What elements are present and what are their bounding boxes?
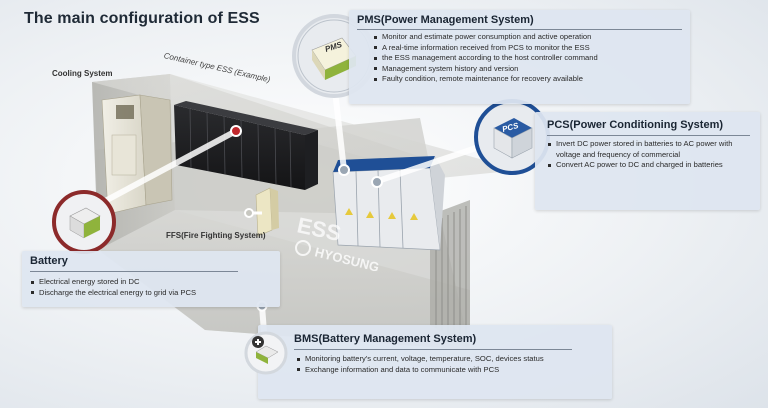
pcs-panel: PCS(Power Conditioning System) Invert DC… (535, 112, 760, 210)
bms-divider (294, 349, 572, 350)
container-roof-edge (92, 74, 520, 178)
pcs-icon-text: PCS (501, 121, 520, 134)
pcs-divider (547, 135, 750, 136)
list-item: Exchange information and data to communi… (296, 365, 576, 376)
ffs-label: FFS(Fire Fighting System) (166, 231, 266, 240)
list-item: Faulty condition, remote maintenance for… (373, 74, 673, 85)
pms-divider (357, 29, 682, 30)
pcs-cabinets (332, 156, 445, 251)
pcs-list: Invert DC power stored in batteries to A… (547, 139, 747, 171)
list-item: Discharge the electrical energy to grid … (30, 288, 270, 299)
battery-divider (30, 271, 238, 272)
page-title: The main configuration of ESS (24, 10, 260, 27)
list-item: Management system history and version (373, 64, 673, 75)
bms-list: Monitoring battery's current, voltage, t… (296, 354, 576, 375)
list-item: Convert AC power to DC and charged in ba… (547, 160, 747, 171)
pcs-title: PCS(Power Conditioning System) (547, 119, 724, 131)
list-item: Monitoring battery's current, voltage, t… (296, 354, 576, 365)
bms-title: BMS(Battery Management System) (294, 333, 477, 345)
battery-list: Electrical energy stored in DC Discharge… (30, 277, 270, 298)
battery-panel: Battery Electrical energy stored in DC D… (22, 251, 280, 307)
pms-panel: PMS(Power Management System) Monitor and… (349, 10, 690, 104)
pms-list: Monitor and estimate power consumption a… (373, 32, 673, 85)
battery-title: Battery (30, 255, 68, 267)
bms-panel: BMS(Battery Management System) Monitorin… (258, 325, 612, 399)
list-item: Invert DC power stored in batteries to A… (547, 139, 747, 160)
list-item: Electrical energy stored in DC (30, 277, 270, 288)
list-item: Monitor and estimate power consumption a… (373, 32, 673, 43)
cooling-system-label: Cooling System (52, 69, 113, 78)
battery-racks (174, 101, 318, 190)
ffs-cabinet (255, 187, 279, 237)
container-front-wall (98, 210, 470, 350)
bms-icon-overlay (244, 331, 288, 375)
list-item: the ESS management according to the host… (373, 53, 673, 64)
list-item: A real-time information received from PC… (373, 43, 673, 54)
battery-magnifier-icon (52, 190, 116, 254)
pms-title: PMS(Power Management System) (357, 14, 534, 26)
